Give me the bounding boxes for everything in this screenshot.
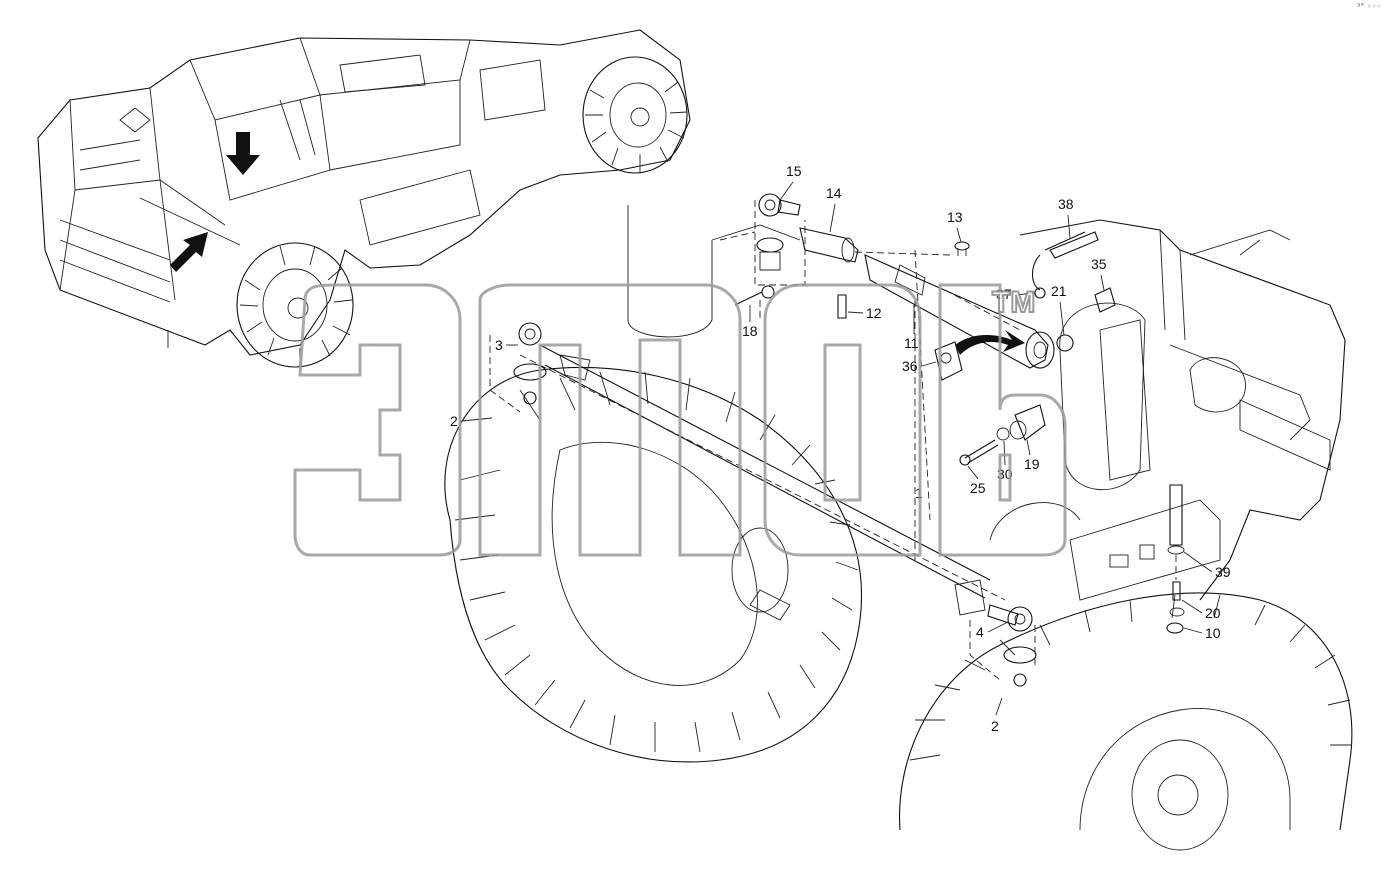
svg-text:15: 15	[786, 163, 802, 179]
svg-text:39: 39	[1215, 564, 1231, 580]
callout-36: 38	[1058, 196, 1074, 239]
callout-37: 39	[1183, 551, 1231, 580]
callout-25: 35	[1091, 256, 1107, 291]
machine-overview	[37, 29, 691, 368]
callout-2-upper: 2	[450, 413, 493, 429]
svg-text:14: 14	[826, 185, 842, 201]
svg-text:36: 36	[902, 358, 918, 374]
location-arrow-upper	[226, 132, 260, 175]
svg-text:20: 20	[1205, 605, 1221, 621]
front-wheel-right	[898, 592, 1353, 851]
callout-4: 4	[976, 621, 1009, 640]
svg-text:18: 18	[742, 323, 758, 339]
callout-10: 11	[904, 305, 919, 351]
rear-frame	[989, 219, 1346, 601]
callout-19: 21	[1051, 283, 1067, 336]
steering-cylinder	[719, 193, 1185, 634]
svg-text:11: 11	[904, 335, 919, 351]
svg-text:13: 13	[947, 209, 963, 225]
svg-text:25: 25	[970, 480, 986, 496]
callout-30: 36	[902, 358, 937, 374]
svg-text:2: 2	[450, 413, 458, 429]
callout-3: 3	[495, 337, 518, 353]
callout-11: 13	[947, 209, 963, 243]
svg-text:38: 38	[1058, 196, 1074, 212]
callout-labels: 15 14 13 38 35 37 21 12 18 11 36 3 2 19 …	[450, 163, 1231, 734]
callout-14: 15	[779, 163, 802, 201]
callout-38: 20	[1181, 599, 1221, 621]
location-arrow-lower	[170, 232, 208, 272]
svg-text:12: 12	[866, 305, 882, 321]
svg-text:4: 4	[976, 624, 984, 640]
tie-rod-end-right	[954, 579, 1037, 687]
svg-text:19: 19	[1024, 456, 1040, 472]
overview-front-wheel	[236, 242, 354, 368]
callout-13: 12	[847, 305, 882, 321]
callout-2-lower: 2	[991, 697, 1003, 734]
front-wheel-left	[444, 366, 862, 763]
callout-12: 14	[826, 185, 842, 233]
callout-15: 18	[742, 305, 758, 339]
svg-text:21: 21	[1051, 283, 1067, 299]
callout-39: 10	[1183, 625, 1221, 641]
svg-text:2: 2	[991, 718, 999, 734]
overview-rear-wheel	[582, 56, 688, 174]
corner-mark: ³° ◦◦◦	[1357, 2, 1381, 11]
watermark-tm: TM	[992, 286, 1035, 319]
watermark-logo: TM	[293, 283, 1067, 557]
callout-18: 19	[1024, 439, 1040, 472]
svg-text:10: 10	[1205, 625, 1221, 641]
frame-column	[627, 205, 801, 338]
track-rod	[519, 344, 1006, 601]
svg-text:3: 3	[495, 337, 503, 353]
svg-text:35: 35	[1091, 256, 1107, 272]
callout-20: 25	[967, 465, 986, 496]
